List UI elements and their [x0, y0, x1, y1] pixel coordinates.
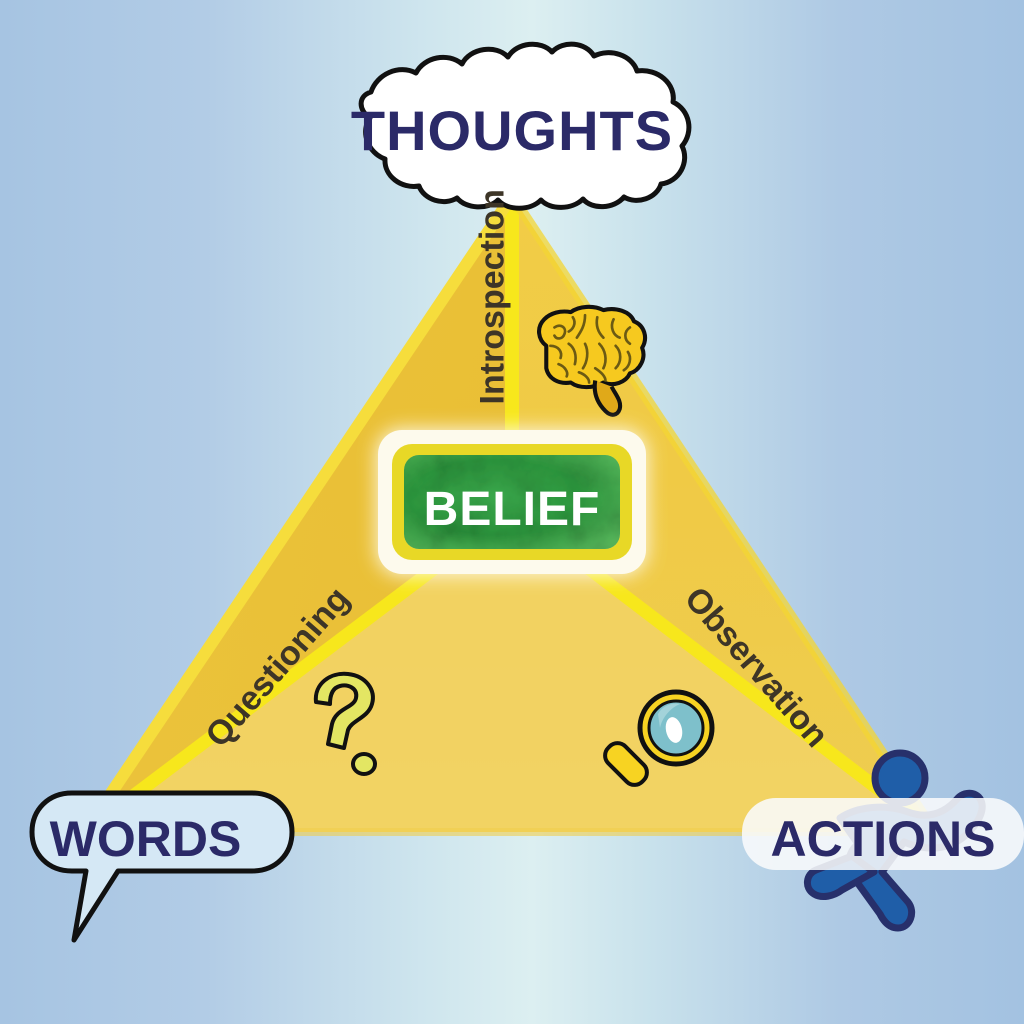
speech-bubble-shape [29, 790, 295, 943]
question-mark-icon [313, 671, 377, 776]
thoughts-node[interactable] [358, 41, 692, 211]
belief-fill [404, 455, 620, 549]
brain-icon [537, 304, 647, 417]
triangle-edge-left [80, 192, 517, 836]
triangle-bottom-face [85, 510, 935, 832]
words-node[interactable] [29, 790, 295, 943]
magnifying-glass-icon [603, 689, 715, 787]
actions-node[interactable] [742, 798, 1024, 870]
cloud-shape [358, 41, 692, 211]
triangle-edge-right [507, 193, 940, 835]
actions-banner-shape [742, 798, 1024, 870]
belief-node[interactable] [376, 428, 648, 576]
